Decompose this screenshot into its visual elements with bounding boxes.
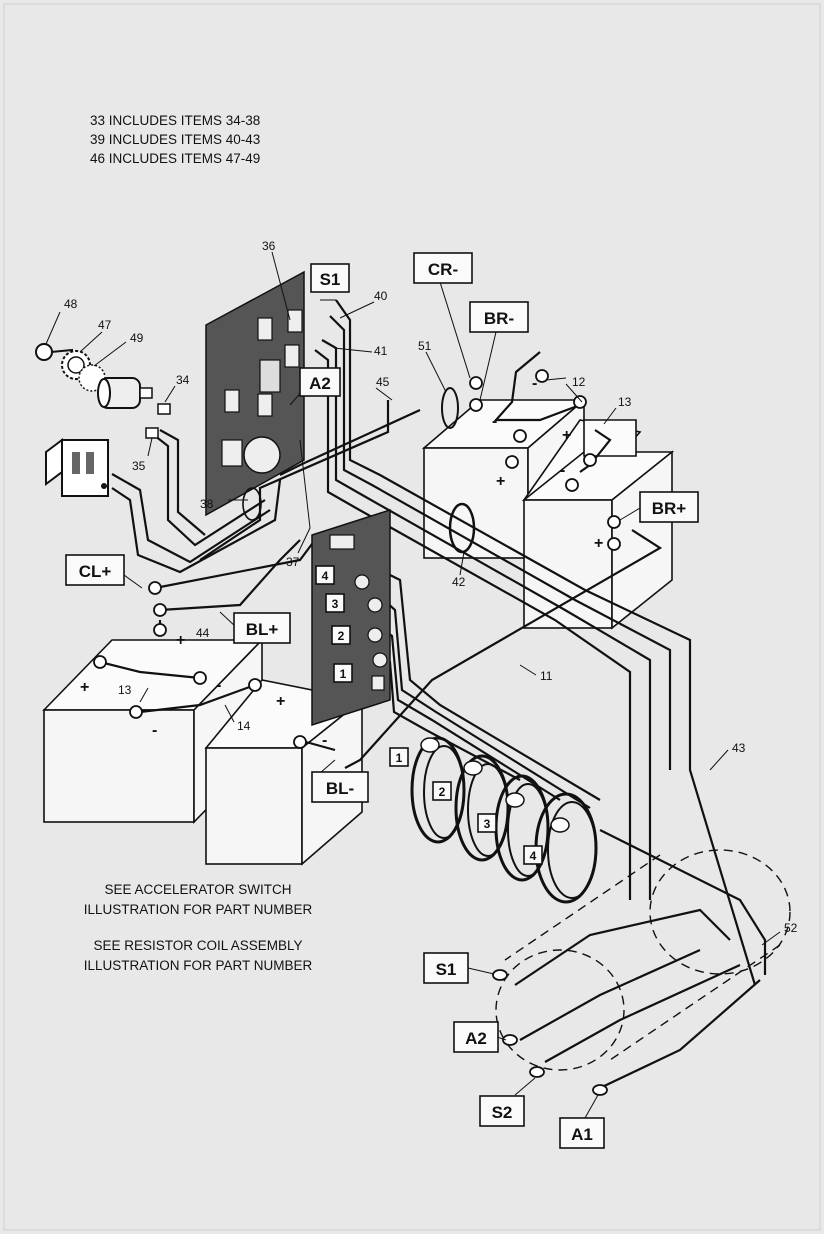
ignition-switch-icon	[97, 377, 171, 439]
callout-14: 14	[237, 719, 251, 733]
minus-sign: -	[532, 375, 537, 392]
accelerator-note-1: SEE ACCELERATOR SWITCH	[104, 882, 291, 897]
key-switch-assembly	[35, 343, 171, 497]
svg-text:CR-: CR-	[428, 260, 458, 279]
resistor-note-1: SEE RESISTOR COIL ASSEMBLY	[93, 938, 302, 953]
svg-text:2: 2	[338, 629, 345, 643]
svg-text:S1: S1	[320, 270, 341, 289]
svg-text:2: 2	[439, 785, 446, 799]
terminal-label-br-minus: BR-	[469, 301, 529, 333]
coil-position-4: 4	[523, 845, 543, 865]
plus-sign: +	[80, 679, 89, 696]
callout-11: 11	[540, 669, 553, 683]
motor-terminals	[492, 969, 608, 1096]
svg-text:A1: A1	[571, 1125, 593, 1144]
switch-position-2: 2	[331, 625, 351, 645]
svg-text:S2: S2	[492, 1103, 513, 1122]
callout-34: 34	[176, 373, 190, 387]
svg-text:BL-: BL-	[326, 779, 354, 798]
minus-sign: -	[216, 677, 221, 694]
callout-41: 41	[374, 344, 388, 358]
plus-sign: +	[594, 535, 603, 552]
callout-37: 37	[286, 555, 300, 569]
note-line-3: 46 INCLUDES ITEMS 47-49	[90, 151, 260, 166]
callout-13-lower: 13	[118, 683, 132, 697]
plus-sign: +	[176, 632, 185, 649]
terminal-label-bl-plus: BL+	[233, 612, 291, 644]
svg-text:CL+: CL+	[79, 562, 112, 581]
terminal-label-cl-plus: CL+	[65, 554, 125, 586]
terminal-label-cr-minus: CR-	[413, 252, 473, 284]
callout-51: 51	[418, 339, 432, 353]
callout-40: 40	[374, 289, 388, 303]
terminal-label-a2-controller: A2	[299, 367, 341, 397]
svg-text:BR-: BR-	[484, 309, 514, 328]
wire-harness	[99, 299, 767, 1089]
callout-43: 43	[732, 741, 746, 755]
callout-49: 49	[130, 331, 144, 345]
minus-sign: -	[492, 413, 497, 430]
svg-text:4: 4	[322, 569, 329, 583]
callout-35: 35	[132, 459, 146, 473]
minus-sign: -	[152, 722, 157, 739]
callout-48: 48	[64, 297, 78, 311]
svg-text:A2: A2	[309, 374, 331, 393]
note-line-2: 39 INCLUDES ITEMS 40-43	[90, 132, 260, 147]
callout-45: 45	[376, 375, 390, 389]
item-callouts: 48 47 49 34 35 36 40 41 45 51 12 13 42 3…	[64, 239, 798, 935]
svg-text:BL+: BL+	[246, 620, 279, 639]
terminal-label-s2-motor: S2	[479, 1095, 525, 1127]
plus-sign: +	[276, 693, 285, 710]
svg-text:1: 1	[396, 751, 403, 765]
resistor-coil-assembly	[410, 736, 598, 904]
svg-text:4: 4	[530, 849, 537, 863]
coil-position-1: 1	[389, 747, 409, 767]
accelerator-note-2: ILLUSTRATION FOR PART NUMBER	[84, 902, 313, 917]
svg-text:A2: A2	[465, 1029, 487, 1048]
switch-position-4: 4	[315, 565, 335, 585]
terminal-label-a2-motor: A2	[453, 1021, 499, 1053]
resistor-note-2: ILLUSTRATION FOR PART NUMBER	[84, 958, 313, 973]
note-line-1: 33 INCLUDES ITEMS 34-38	[90, 113, 260, 128]
terminal-label-a1-motor: A1	[559, 1117, 605, 1149]
terminal-label-br-plus: BR+	[639, 491, 699, 523]
callout-52: 52	[784, 921, 798, 935]
charger-receptacle-icon	[45, 438, 109, 497]
switch-position-1: 1	[333, 663, 353, 683]
switch-position-3: 3	[325, 593, 345, 613]
polarity-marks: - + - + - + + + - + - -	[80, 375, 603, 749]
motor-outline	[495, 849, 791, 1071]
callout-44: 44	[196, 626, 210, 640]
callout-38: 38	[200, 497, 214, 511]
callout-36: 36	[262, 239, 276, 253]
battery-terminals	[93, 369, 621, 749]
svg-text:1: 1	[340, 667, 347, 681]
terminal-label-s1-controller: S1	[310, 263, 350, 293]
accelerator-switch-plate	[311, 508, 391, 727]
minus-sign: -	[560, 462, 565, 479]
clamp-loops	[441, 387, 476, 554]
reference-notes: SEE ACCELERATOR SWITCH ILLUSTRATION FOR …	[84, 882, 313, 973]
plus-sign: +	[562, 427, 571, 444]
leader-lines	[45, 251, 781, 1119]
coil-position-2: 2	[432, 781, 452, 801]
minus-sign: -	[322, 732, 327, 749]
svg-text:S1: S1	[436, 960, 457, 979]
terminal-label-bl-minus: BL-	[311, 771, 369, 803]
callout-12: 12	[572, 375, 586, 389]
svg-text:3: 3	[332, 597, 339, 611]
coil-position-3: 3	[477, 813, 497, 833]
terminal-label-s1-motor: S1	[423, 952, 469, 984]
callout-47: 47	[98, 318, 112, 332]
svg-text:3: 3	[484, 817, 491, 831]
callout-13-upper: 13	[618, 395, 632, 409]
includes-notes: 33 INCLUDES ITEMS 34-38 39 INCLUDES ITEM…	[90, 113, 260, 166]
plus-sign: +	[496, 473, 505, 490]
control-panel	[205, 270, 305, 521]
svg-text:BR+: BR+	[652, 499, 687, 518]
callout-42: 42	[452, 575, 466, 589]
